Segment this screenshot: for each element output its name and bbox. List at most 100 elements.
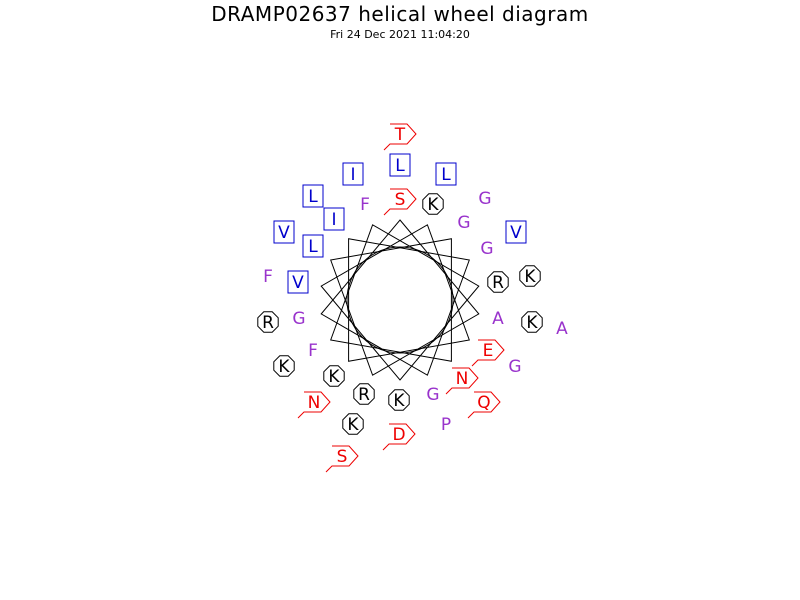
residue-letter: K — [427, 195, 439, 215]
residue-9: V — [505, 220, 527, 244]
residue-letter: G — [508, 357, 521, 377]
residue-11: F — [360, 195, 370, 215]
residue-flag-shape — [445, 367, 479, 395]
residue-octagon-shape — [422, 193, 444, 215]
residue-square-shape — [389, 153, 411, 177]
residue-square-shape — [342, 162, 364, 186]
residue-6: K — [422, 193, 444, 215]
residue-octagon-shape — [521, 311, 543, 333]
residue-letter: F — [308, 341, 318, 361]
residue-octagon-shape — [273, 355, 295, 377]
residue-octagon-shape — [487, 271, 509, 293]
residue-letter: N — [456, 369, 469, 389]
residue-letter: L — [308, 187, 318, 207]
residue-letter: I — [331, 210, 336, 230]
residue-letter: E — [483, 341, 494, 361]
residue-14: V — [273, 220, 295, 244]
diagram-timestamp: Fri 24 Dec 2021 11:04:20 — [330, 28, 470, 41]
residue-letter: G — [478, 189, 491, 209]
residue-square-shape — [273, 220, 295, 244]
residue-letter: L — [395, 156, 405, 176]
residue-octagon-shape — [323, 365, 345, 387]
residue-square-shape — [302, 234, 324, 258]
residue-15: L — [302, 234, 324, 258]
residue-flag-shape — [383, 123, 417, 151]
residue-12: L — [302, 184, 324, 208]
residue-10: G — [480, 239, 493, 259]
residue-square-shape — [323, 207, 345, 231]
residue-letter: F — [360, 195, 370, 215]
residue-32: G — [426, 385, 439, 405]
residue-letter: V — [292, 273, 304, 293]
residue-16: K — [519, 265, 541, 287]
residue-square-shape — [435, 162, 457, 186]
residue-letter: F — [263, 267, 273, 287]
residue-8: G — [457, 213, 470, 233]
residue-letter: G — [457, 213, 470, 233]
residue-flag-shape — [325, 445, 359, 473]
residue-letter: K — [347, 415, 359, 435]
residue-letter: G — [426, 385, 439, 405]
residue-letter: L — [308, 237, 318, 257]
residue-letter: R — [262, 313, 274, 333]
residue-13: I — [323, 207, 345, 231]
residue-flag-shape — [467, 391, 501, 419]
residue-octagon-shape — [257, 311, 279, 333]
residue-flag-shape — [383, 188, 417, 216]
residue-letter: V — [510, 223, 522, 243]
residue-letter: K — [526, 313, 538, 333]
residue-square-shape — [302, 184, 324, 208]
residue-flag-shape — [297, 391, 331, 419]
residue-letter: A — [492, 309, 504, 329]
residue-letter: V — [278, 223, 290, 243]
residue-letter: G — [480, 239, 493, 259]
residue-19: V — [287, 270, 309, 294]
wheel-inner-circle — [346, 246, 454, 354]
residue-39: S — [325, 445, 359, 473]
residue-34: R — [353, 383, 375, 405]
residue-letter: K — [328, 367, 340, 387]
residue-24: G — [292, 309, 305, 329]
residue-26: G — [508, 357, 521, 377]
residue-letter: G — [292, 309, 305, 329]
residue-letter: Q — [477, 393, 490, 413]
residue-letter: D — [392, 425, 405, 445]
residue-letter: L — [441, 165, 451, 185]
wheel-core — [320, 219, 480, 381]
residue-37: K — [342, 413, 364, 435]
residue-21: A — [556, 319, 568, 339]
residue-octagon-shape — [388, 389, 410, 411]
residue-5: S — [383, 188, 417, 216]
residue-letter: N — [308, 393, 321, 413]
residue-25: E — [471, 339, 505, 367]
residue-7: G — [478, 189, 491, 209]
residue-3: I — [342, 162, 364, 186]
residue-flag-shape — [382, 423, 416, 451]
residue-flag-shape — [471, 339, 505, 367]
residue-23: R — [257, 311, 279, 333]
residue-4: L — [435, 162, 457, 186]
residue-17: R — [487, 271, 509, 293]
residue-29: Q — [467, 391, 501, 419]
residue-letter: R — [358, 385, 370, 405]
residue-letter: T — [394, 125, 406, 145]
residue-20: K — [521, 311, 543, 333]
residue-33: N — [297, 391, 331, 419]
residue-letter: A — [556, 319, 568, 339]
residue-octagon-shape — [353, 383, 375, 405]
residue-square-shape — [505, 220, 527, 244]
residue-28: N — [445, 367, 479, 395]
residue-27: F — [308, 341, 318, 361]
diagram-title: DRAMP02637 helical wheel diagram — [211, 2, 589, 26]
residue-1: T — [383, 123, 417, 151]
residue-38: D — [382, 423, 416, 451]
residue-22: A — [492, 309, 504, 329]
residue-square-shape — [287, 270, 309, 294]
residue-18: F — [263, 267, 273, 287]
wheel-star-path — [320, 219, 480, 381]
residue-31: K — [323, 365, 345, 387]
residue-letter: S — [337, 447, 348, 467]
residue-octagon-shape — [519, 265, 541, 287]
residue-30: K — [273, 355, 295, 377]
